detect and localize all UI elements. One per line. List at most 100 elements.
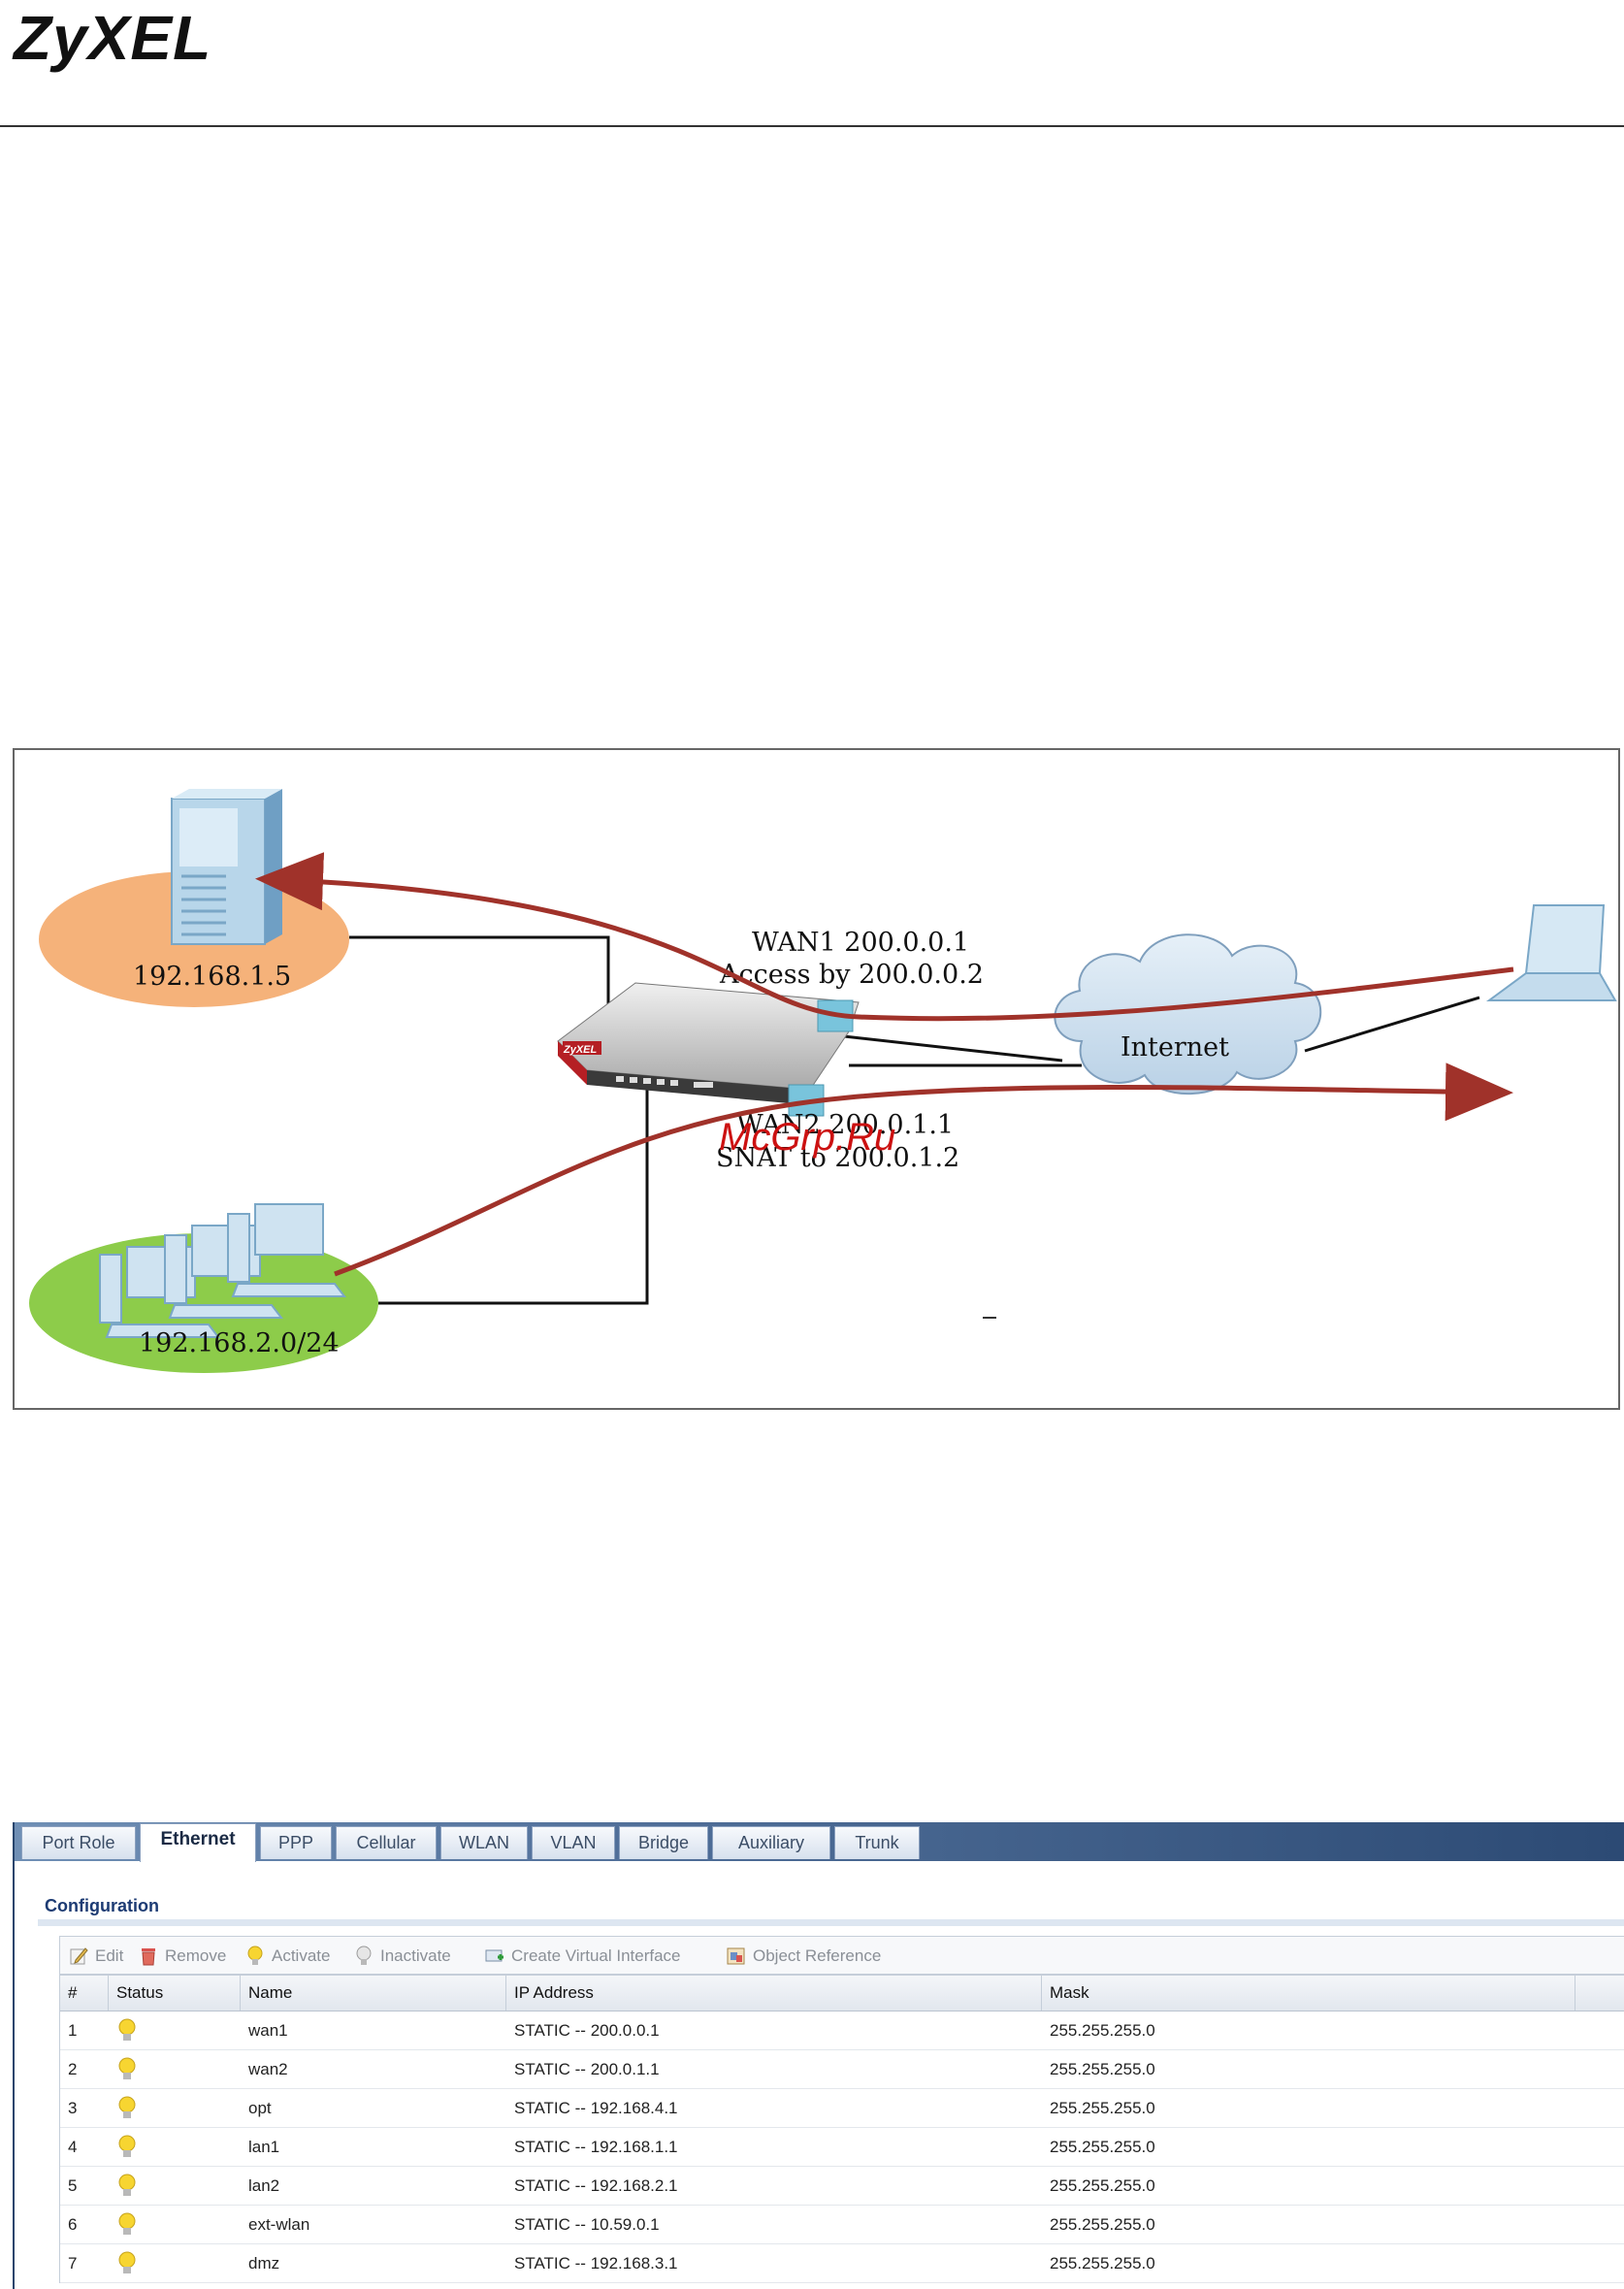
tab-auxiliary[interactable]: Auxiliary: [712, 1826, 830, 1859]
table-row[interactable]: 6 ext-wlan STATIC -- 10.59.0.1 255.255.2…: [60, 2206, 1624, 2244]
row-mask: 255.255.255.0: [1050, 2060, 1155, 2078]
col-header-status[interactable]: Status: [109, 1976, 241, 2011]
lan-subnet-label: 192.168.2.0/24: [139, 1328, 340, 1358]
tab-ethernet[interactable]: Ethernet: [140, 1823, 256, 1862]
row-name: opt: [248, 2099, 272, 2117]
status-lightbulb-icon: [116, 2018, 138, 2044]
row-mask: 255.255.255.0: [1050, 2215, 1155, 2234]
internet-cloud-icon: Internet: [1054, 933, 1322, 1095]
activate-label: Activate: [272, 1946, 331, 1965]
edit-button[interactable]: Edit: [68, 1945, 123, 1968]
row-mask: 255.255.255.0: [1050, 2254, 1155, 2273]
tab-trunk[interactable]: Trunk: [834, 1826, 920, 1859]
table-row[interactable]: 4 lan1 STATIC -- 192.168.1.1 255.255.255…: [60, 2128, 1624, 2167]
activate-button[interactable]: Activate: [244, 1945, 330, 1968]
header-divider: [0, 125, 1624, 127]
row-num: 2: [68, 2060, 78, 2078]
lightbulb-on-icon: [244, 1946, 266, 1967]
row-num: 6: [68, 2215, 78, 2234]
row-ip: STATIC -- 192.168.4.1: [514, 2099, 678, 2117]
row-ip: STATIC -- 192.168.1.1: [514, 2138, 678, 2156]
laptop-icon: [1485, 904, 1617, 1001]
row-ip: STATIC -- 200.0.1.1: [514, 2060, 660, 2078]
server-subnet-label: 192.168.1.5: [133, 962, 291, 992]
row-mask: 255.255.255.0: [1050, 2138, 1155, 2156]
table-row[interactable]: 5 lan2 STATIC -- 192.168.2.1 255.255.255…: [60, 2167, 1624, 2206]
row-mask: 255.255.255.0: [1050, 2021, 1155, 2040]
add-interface-icon: [484, 1946, 505, 1967]
object-reference-icon: [726, 1946, 747, 1967]
create-virtual-interface-button[interactable]: Create Virtual Interface: [484, 1945, 681, 1968]
svg-text:ZyXEL: ZyXEL: [563, 1044, 598, 1056]
row-ip: STATIC -- 10.59.0.1: [514, 2215, 660, 2234]
trash-icon: [138, 1946, 159, 1967]
row-mask: 255.255.255.0: [1050, 2176, 1155, 2195]
wan1-address-label: WAN1 200.0.0.1: [752, 928, 969, 958]
row-num: 7: [68, 2254, 78, 2273]
row-mask: 255.255.255.0: [1050, 2099, 1155, 2117]
section-title: Configuration: [45, 1896, 159, 1915]
traffic-arrows: [255, 852, 1514, 1277]
interface-table: # Status Name IP Address Mask 1 wan1 STA…: [59, 1975, 1624, 2283]
row-name: lan2: [248, 2176, 280, 2195]
status-lightbulb-icon: [116, 2057, 138, 2082]
create-virtual-label: Create Virtual Interface: [511, 1946, 681, 1965]
tab-wlan[interactable]: WLAN: [440, 1826, 528, 1859]
tab-ppp[interactable]: PPP: [260, 1826, 332, 1859]
table-row[interactable]: 7 dmz STATIC -- 192.168.3.1 255.255.255.…: [60, 2244, 1624, 2283]
row-name: lan1: [248, 2138, 280, 2156]
toolbar: Edit Remove Activate Inactivate Create V…: [59, 1936, 1624, 1975]
remove-button[interactable]: Remove: [138, 1945, 226, 1968]
row-ip: STATIC -- 200.0.0.1: [514, 2021, 660, 2040]
row-num: 4: [68, 2138, 78, 2156]
status-lightbulb-icon: [116, 2135, 138, 2160]
status-lightbulb-icon: [116, 2212, 138, 2238]
object-reference-label: Object Reference: [753, 1946, 882, 1965]
row-ip: STATIC -- 192.168.3.1: [514, 2254, 678, 2273]
wan2-address-label: WAN2 200.0.1.1: [736, 1110, 954, 1140]
table-row[interactable]: 1 wan1 STATIC -- 200.0.0.1 255.255.255.0: [60, 2011, 1624, 2050]
tab-port-role[interactable]: Port Role: [21, 1826, 136, 1859]
lightbulb-off-icon: [353, 1946, 374, 1967]
remove-label: Remove: [165, 1946, 227, 1965]
network-diagram: 192.168.1.5 192.168.2.0/24: [13, 748, 1620, 1410]
firewall-device-icon: ZyXEL: [557, 982, 860, 1117]
section-divider: [38, 1919, 1624, 1926]
row-name: wan1: [248, 2021, 288, 2040]
row-name: wan2: [248, 2060, 288, 2078]
internet-label: Internet: [1121, 1032, 1229, 1063]
interface-ethernet-panel: Port Role Ethernet PPP Cellular WLAN VLA…: [13, 1822, 1624, 2289]
diagram-canvas: 192.168.1.5 192.168.2.0/24: [29, 789, 1617, 1373]
pencil-icon: [68, 1946, 89, 1967]
wan2-snat-label: SNAT to 200.0.1.2: [716, 1143, 959, 1173]
table-row[interactable]: 3 opt STATIC -- 192.168.4.1 255.255.255.…: [60, 2089, 1624, 2128]
wan1-access-label: Access by 200.0.0.2: [719, 960, 984, 990]
row-ip: STATIC -- 192.168.2.1: [514, 2176, 678, 2195]
row-num: 1: [68, 2021, 78, 2040]
col-header-ip[interactable]: IP Address: [506, 1976, 1042, 2011]
server-icon: [171, 789, 282, 945]
object-reference-button[interactable]: Object Reference: [726, 1945, 881, 1968]
row-num: 3: [68, 2099, 78, 2117]
row-name: dmz: [248, 2254, 280, 2273]
row-num: 5: [68, 2176, 78, 2195]
status-lightbulb-icon: [116, 2251, 138, 2276]
tab-bridge[interactable]: Bridge: [619, 1826, 708, 1859]
workstations-icon: [99, 1203, 347, 1338]
tab-vlan[interactable]: VLAN: [532, 1826, 615, 1859]
watermark: McGrp.Ru: [719, 1116, 895, 1159]
col-header-num[interactable]: #: [60, 1976, 109, 2011]
inactivate-button[interactable]: Inactivate: [353, 1945, 451, 1968]
row-name: ext-wlan: [248, 2215, 310, 2234]
col-header-mask[interactable]: Mask: [1042, 1976, 1575, 2011]
status-lightbulb-icon: [116, 2096, 138, 2121]
col-header-name[interactable]: Name: [241, 1976, 506, 2011]
edit-label: Edit: [95, 1946, 124, 1965]
inactivate-label: Inactivate: [380, 1946, 451, 1965]
status-lightbulb-icon: [116, 2174, 138, 2199]
table-row[interactable]: 2 wan2 STATIC -- 200.0.1.1 255.255.255.0: [60, 2050, 1624, 2089]
tab-cellular[interactable]: Cellular: [336, 1826, 437, 1859]
table-header: # Status Name IP Address Mask: [60, 1975, 1624, 2011]
tab-bar: Port Role Ethernet PPP Cellular WLAN VLA…: [15, 1822, 1624, 1862]
zyxel-logo: ZyXEL: [14, 3, 212, 73]
